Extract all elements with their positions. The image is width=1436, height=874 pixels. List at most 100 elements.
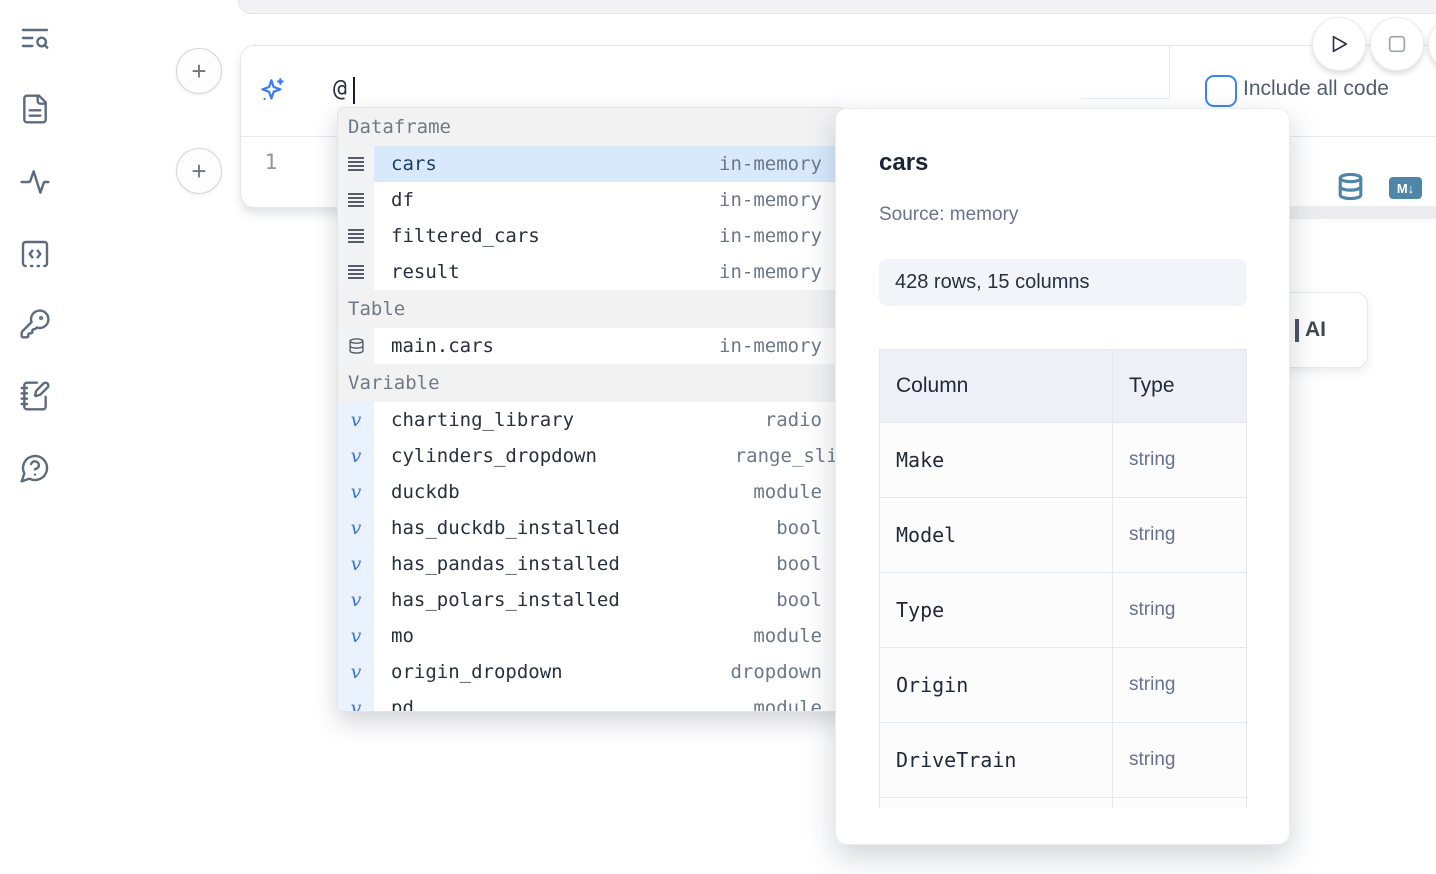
variable-icon: v [350, 517, 362, 539]
completion-item[interactable]: v origin_dropdown dropdown [338, 654, 844, 690]
schema-header-cell: Type [1113, 350, 1247, 422]
completion-item-name: origin_dropdown [391, 661, 563, 683]
add-cell-button-bottom[interactable]: + [176, 148, 222, 194]
completion-item-type: range_slider [734, 445, 844, 467]
cell-bottom-shadow [1290, 206, 1436, 219]
database-icon[interactable] [1336, 171, 1365, 202]
table-rows-icon [338, 182, 374, 218]
markdown-export-icon[interactable]: M↓ [1389, 177, 1422, 199]
completion-item-name: result [391, 261, 460, 283]
help-chat-icon[interactable] [19, 452, 51, 484]
completion-section-header: Table [338, 290, 844, 328]
completion-item-name: charting_library [391, 409, 575, 431]
completion-item-type: module [753, 481, 822, 503]
stop-icon [1388, 35, 1406, 53]
completion-item[interactable]: v pd module [338, 690, 844, 712]
variable-icon: v [350, 481, 362, 503]
table-rows-icon [338, 254, 374, 290]
code-snippets-icon[interactable] [19, 238, 51, 270]
schema-column-name: Make [879, 423, 1113, 497]
run-cell-button[interactable] [1312, 17, 1366, 71]
text-cursor [353, 77, 355, 104]
schema-column-type: string [1113, 423, 1247, 497]
completion-item-name: has_polars_installed [391, 589, 620, 611]
completion-item[interactable]: v charting_library radio [338, 402, 844, 438]
completion-item-name: cars [391, 153, 437, 175]
variable-icon: v [338, 402, 374, 438]
table-rows-icon [338, 146, 374, 182]
variable-icon: v [350, 661, 362, 683]
file-text-icon[interactable] [19, 93, 51, 125]
completion-section-header: Variable [338, 364, 844, 402]
variable-icon: v [350, 409, 362, 431]
completion-item-type: bool [776, 589, 822, 611]
preview-title: cars [879, 149, 929, 176]
dataframe-preview-panel: cars Source: memory 428 rows, 15 columns… [835, 108, 1290, 845]
schema-column-name: DriveTrain [879, 723, 1113, 797]
schema-header-cell: Column [879, 350, 1113, 422]
completion-item-name: duckdb [391, 481, 460, 503]
variable-icon: v [338, 474, 374, 510]
completion-item-type: bool [776, 553, 822, 575]
schema-row-partial [879, 798, 1247, 808]
include-all-code-checkbox[interactable] [1205, 75, 1237, 107]
text-search-icon[interactable] [19, 22, 51, 54]
clipped-glyph [1295, 318, 1299, 342]
textarea-edge [1081, 98, 1169, 99]
play-icon [1332, 35, 1348, 53]
completion-item-type: module [753, 625, 822, 647]
variable-icon: v [350, 445, 362, 467]
previous-cell-edge [238, 0, 1436, 14]
ai-prompt-input[interactable]: @ [333, 76, 347, 102]
schema-column-type: string [1113, 723, 1247, 797]
completion-item[interactable]: v duckdb module [338, 474, 844, 510]
shape-badge: 428 rows, 15 columns [879, 259, 1247, 306]
completion-item-type: dropdown [730, 661, 822, 683]
add-cell-button-top[interactable]: + [176, 48, 222, 94]
completion-item[interactable]: v cylinders_dropdown range_slider [338, 438, 844, 474]
completion-item-name: main.cars [391, 335, 494, 357]
completion-item-name: cylinders_dropdown [391, 445, 597, 467]
completion-item-name: pd [391, 697, 414, 712]
activity-icon[interactable] [19, 166, 51, 198]
completion-item[interactable]: v has_pandas_installed bool [338, 546, 844, 582]
schema-column-name: Type [879, 573, 1113, 647]
completion-item-name: has_duckdb_installed [391, 517, 620, 539]
completion-item-type: bool [776, 517, 822, 539]
schema-column-name: Model [879, 498, 1113, 572]
schema-column-name: Origin [879, 648, 1113, 722]
line-number: 1 [264, 150, 278, 174]
variable-icon: v [338, 510, 374, 546]
completion-item-type: module [753, 697, 822, 712]
variable-icon: v [338, 438, 374, 474]
preview-source: Source: memory [879, 204, 1019, 225]
schema-column-type: string [1113, 573, 1247, 647]
variable-icon: v [338, 618, 374, 654]
database-icon [338, 328, 374, 364]
variable-icon: v [338, 690, 374, 711]
schema-column-type: string [1113, 498, 1247, 572]
sparkles-ai-icon [259, 77, 286, 104]
key-icon[interactable] [19, 308, 51, 340]
include-all-code-label: Include all code [1243, 77, 1389, 100]
notebook-pen-icon[interactable] [19, 380, 51, 412]
variable-icon: v [338, 546, 374, 582]
completion-item[interactable]: v has_duckdb_installed bool [338, 510, 844, 546]
stop-button[interactable] [1370, 17, 1424, 71]
completion-item-type: radio [764, 409, 822, 431]
completion-item-name: has_pandas_installed [391, 553, 620, 575]
